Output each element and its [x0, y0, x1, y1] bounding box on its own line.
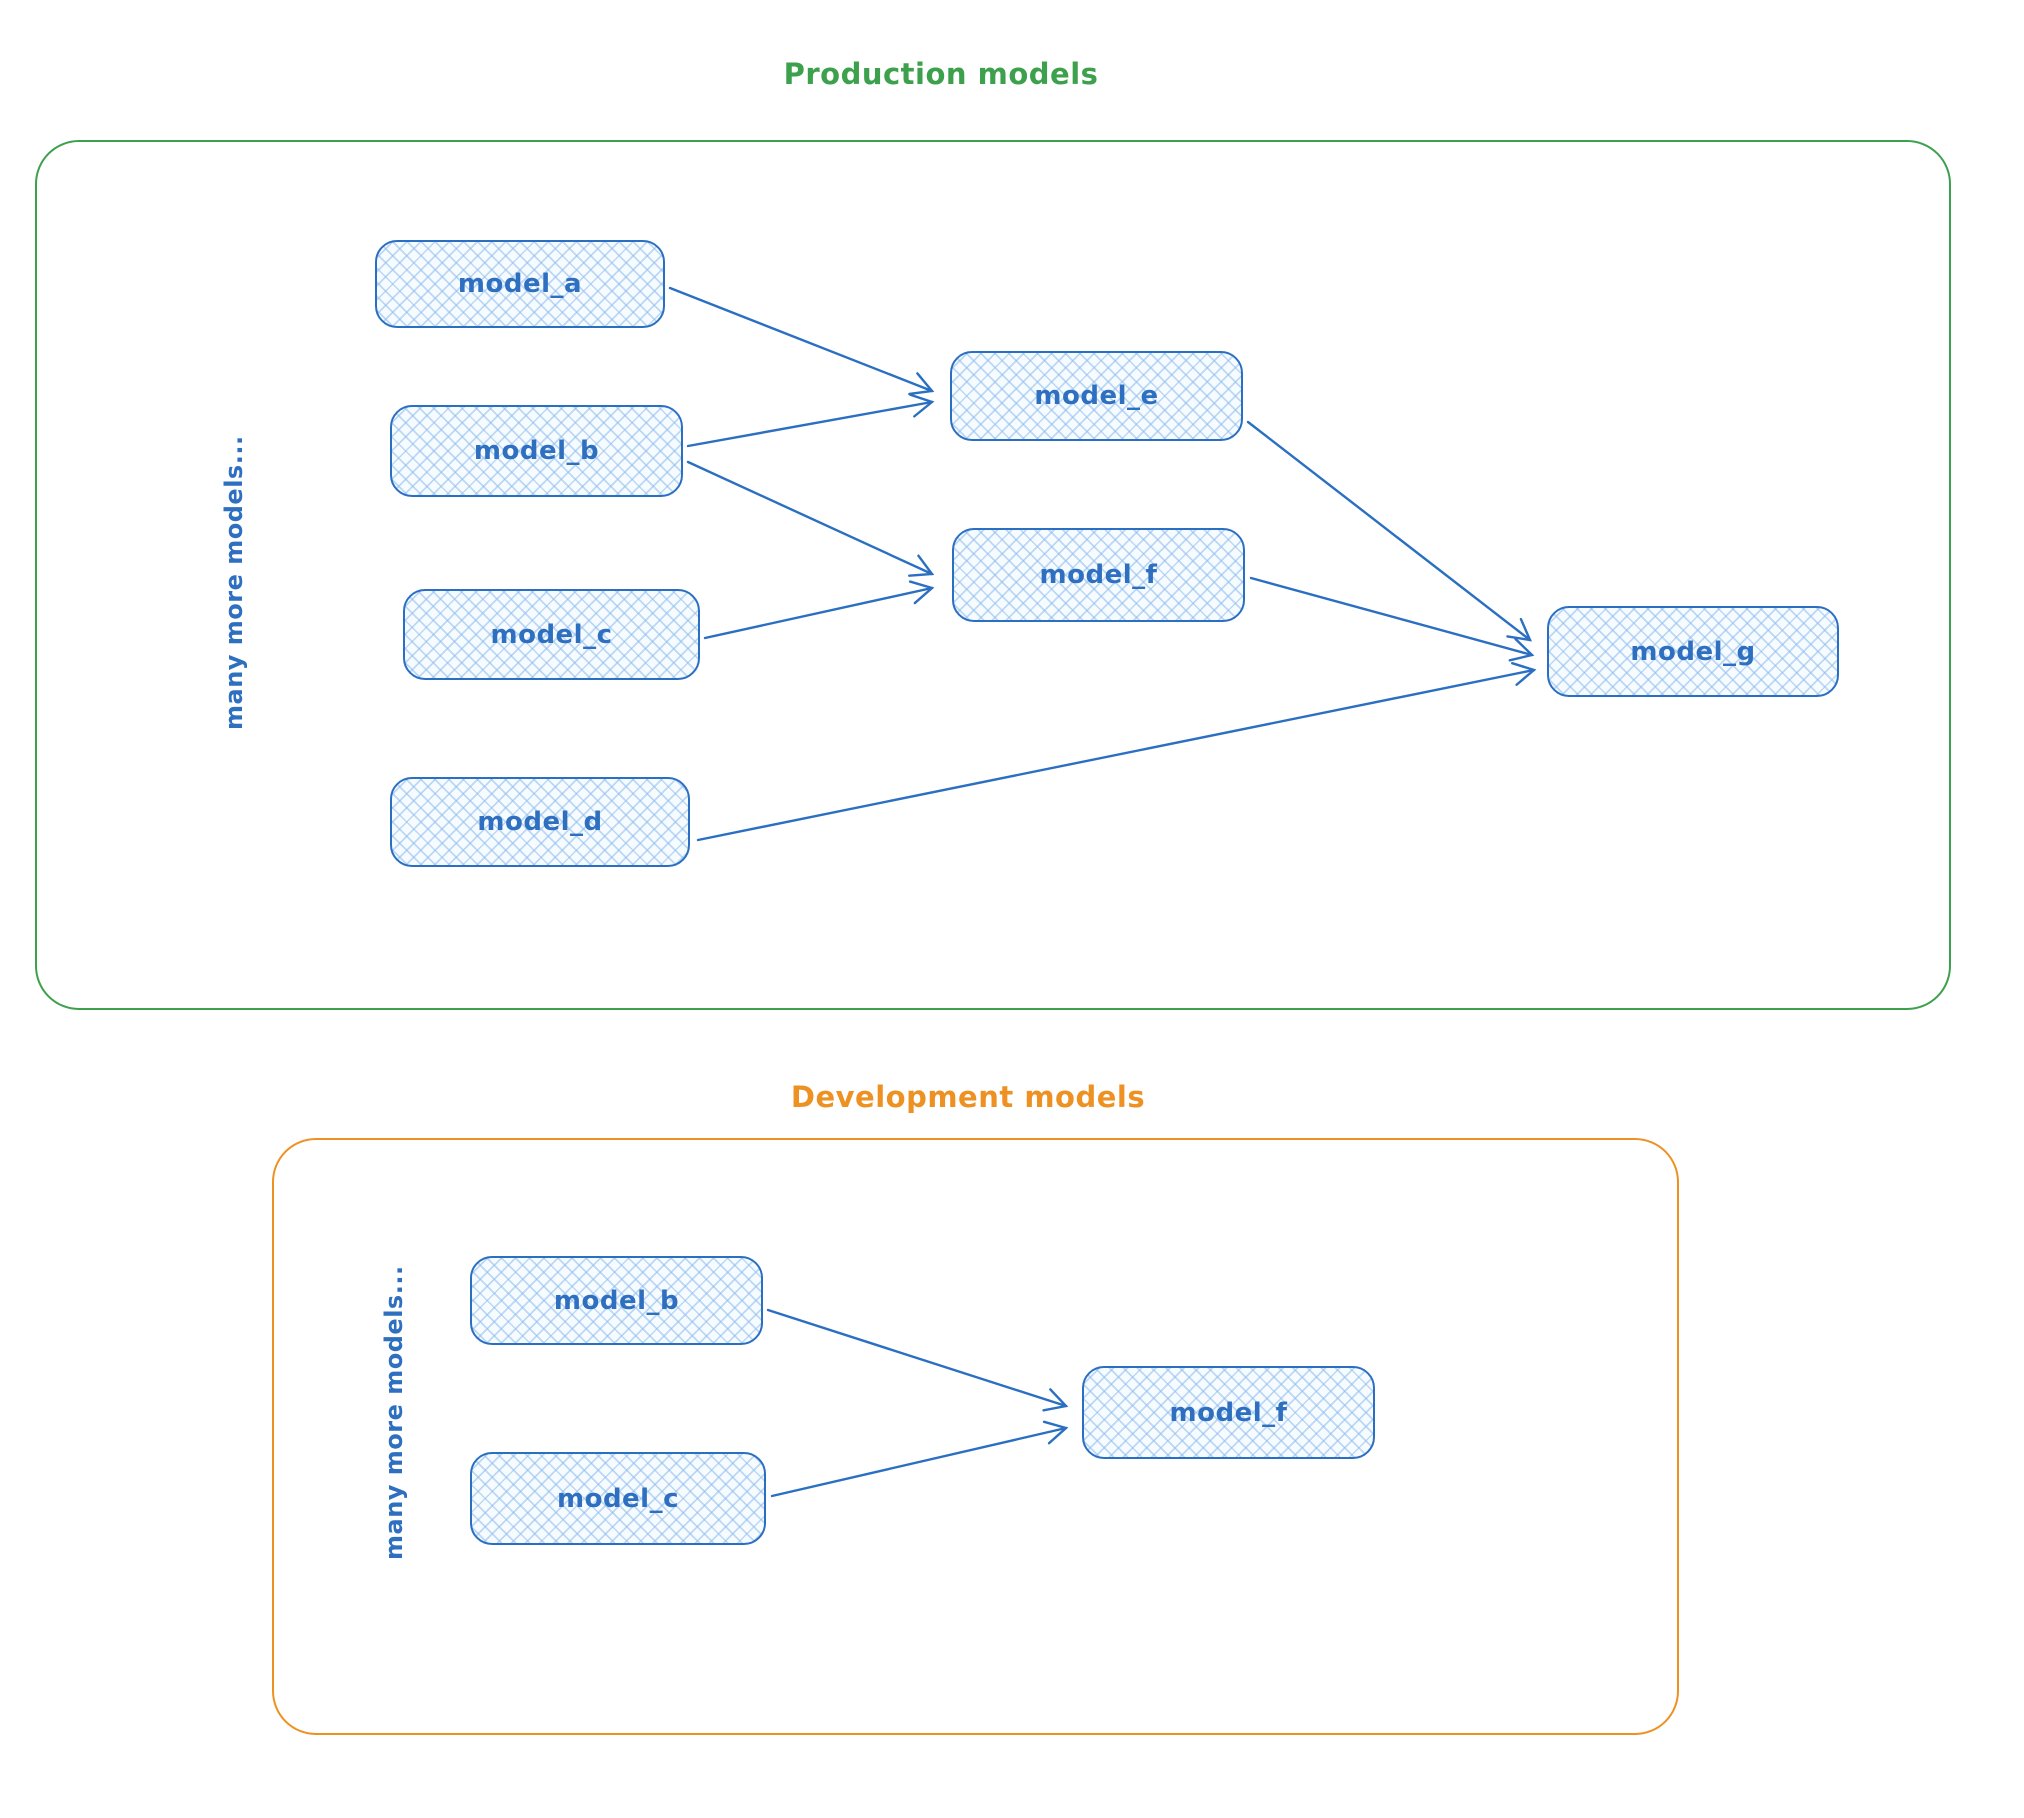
- node-dev-model_b[interactable]: model_b: [470, 1256, 763, 1345]
- node-model_c[interactable]: model_c: [403, 589, 700, 680]
- node-model_b[interactable]: model_b: [390, 405, 683, 497]
- edge-model_e-model_g: [1246, 420, 1532, 642]
- edge-model_c-model_f: [703, 580, 935, 640]
- node-model_g-label: model_g: [1630, 636, 1756, 667]
- node-model_e[interactable]: model_e: [950, 351, 1243, 441]
- edge-model_b-model_f: [686, 460, 935, 577]
- node-dev-model_c-label: model_c: [556, 1483, 680, 1514]
- node-model_a[interactable]: model_a: [375, 240, 665, 328]
- node-model_d-label: model_d: [477, 807, 603, 837]
- node-model_g[interactable]: model_g: [1547, 606, 1839, 697]
- node-model_c-label: model_c: [490, 619, 613, 650]
- node-model_e-label: model_e: [1034, 381, 1159, 411]
- node-dev-model_f[interactable]: model_f: [1082, 1366, 1375, 1459]
- development-section-title: Development models: [790, 1080, 1146, 1114]
- edge-model_f-model_g: [1249, 576, 1535, 662]
- node-model_f[interactable]: model_f: [952, 528, 1245, 622]
- edge-dev-model_b-model_f: [766, 1308, 1069, 1412]
- node-model_b-label: model_b: [473, 436, 600, 466]
- production-section-title: Production models: [783, 57, 1099, 91]
- development-section-border: [272, 1138, 1679, 1735]
- node-dev-model_f-label: model_f: [1169, 1397, 1288, 1428]
- node-dev-model_b-label: model_b: [553, 1285, 680, 1316]
- production-section-border: [35, 140, 1951, 1010]
- node-model_a-label: model_a: [457, 269, 583, 299]
- edge-model_b-model_e: [686, 393, 935, 448]
- node-model_f-label: model_f: [1039, 560, 1158, 590]
- node-dev-model_c[interactable]: model_c: [470, 1452, 766, 1545]
- edge-dev-model_c-model_f: [770, 1420, 1069, 1498]
- node-model_d[interactable]: model_d: [390, 777, 690, 867]
- edge-model_d-model_g: [696, 662, 1537, 842]
- edge-model_a-model_e: [668, 286, 935, 396]
